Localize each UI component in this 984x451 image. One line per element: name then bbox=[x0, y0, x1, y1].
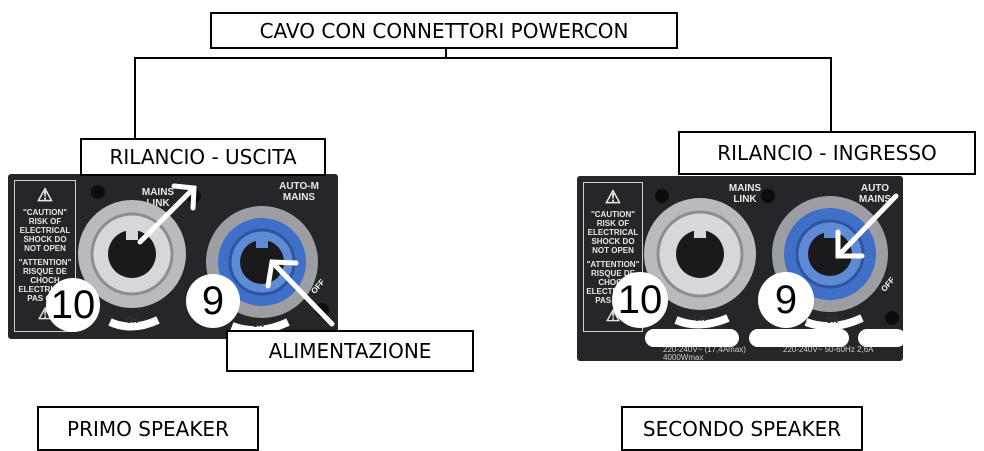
on-band-left-link bbox=[108, 316, 160, 331]
arrow-link-in bbox=[837, 193, 899, 257]
arrow-link-out-head bbox=[171, 183, 197, 211]
cable-line-top bbox=[134, 57, 832, 59]
warning-triangle-icon: ⚠ bbox=[36, 185, 54, 205]
arrow-power-in bbox=[273, 263, 335, 327]
auto-mains-label: AUTO-M MAINS bbox=[279, 181, 319, 203]
mains-link-label: MAINS LINK bbox=[728, 183, 762, 205]
cable-line-right-vertical bbox=[830, 57, 832, 131]
number-badge-10: 10 bbox=[46, 278, 100, 332]
attention-text: "ATTENTION" RISQUE DE CHOCH ELECTRIC NE … bbox=[18, 257, 72, 304]
arrow-link-out bbox=[137, 187, 195, 245]
link-in-label-box: RILANCIO - INGRESSO bbox=[678, 131, 976, 175]
mains-link-label: MAINS LINK bbox=[141, 187, 175, 209]
on-band-right-mains bbox=[804, 314, 864, 331]
caution-text: "CAUTION" RISK OF ELECTRICAL SHOCK DO NO… bbox=[587, 209, 639, 256]
powercon-link-connector-left bbox=[78, 200, 186, 308]
arrow-power-in-head bbox=[265, 259, 299, 289]
number-badge-9: 9 bbox=[186, 274, 240, 328]
number-badge-9: 9 bbox=[758, 272, 814, 328]
cable-line-left-vertical bbox=[134, 57, 136, 139]
label-pill bbox=[645, 329, 739, 347]
rating-text-link: 220-240V~ (17,4Amax) 4000Wmax bbox=[663, 345, 746, 362]
on-label: ON bbox=[252, 320, 264, 329]
label-pill bbox=[749, 329, 849, 347]
on-band-right-link bbox=[674, 314, 730, 329]
powercon-mains-connector-right bbox=[772, 196, 888, 312]
speaker1-label-box: PRIMO SPEAKER bbox=[37, 406, 259, 451]
speaker2-label-box: SECONDO SPEAKER bbox=[621, 406, 863, 451]
rating-text-mains: 220-240V~ 50-60Hz 2,6A bbox=[783, 345, 874, 354]
caution-text: "CAUTION" RISK OF ELECTRICAL SHOCK DO NO… bbox=[19, 207, 71, 254]
link-out-label-box: RILANCIO - USCITA bbox=[80, 138, 326, 176]
warning-box: ⚠ "CAUTION" RISK OF ELECTRICAL SHOCK DO … bbox=[14, 180, 76, 332]
powercon-link-connector-right bbox=[644, 198, 756, 310]
warning-triangle-icon: ⚠ bbox=[604, 187, 622, 207]
number-badge-10: 10 bbox=[612, 272, 668, 328]
on-label: ON bbox=[126, 316, 138, 325]
arrow-link-in-head bbox=[835, 229, 865, 259]
on-label: ON bbox=[694, 314, 706, 323]
label-pill bbox=[858, 329, 906, 347]
on-label: ON bbox=[826, 316, 838, 325]
auto-mains-label: AUTO MAINS bbox=[858, 183, 892, 205]
cable-line-title-stub bbox=[445, 48, 447, 58]
cable-title-box: CAVO CON CONNETTORI POWERCON bbox=[210, 12, 678, 49]
power-label-box: ALIMENTAZIONE bbox=[226, 330, 474, 372]
